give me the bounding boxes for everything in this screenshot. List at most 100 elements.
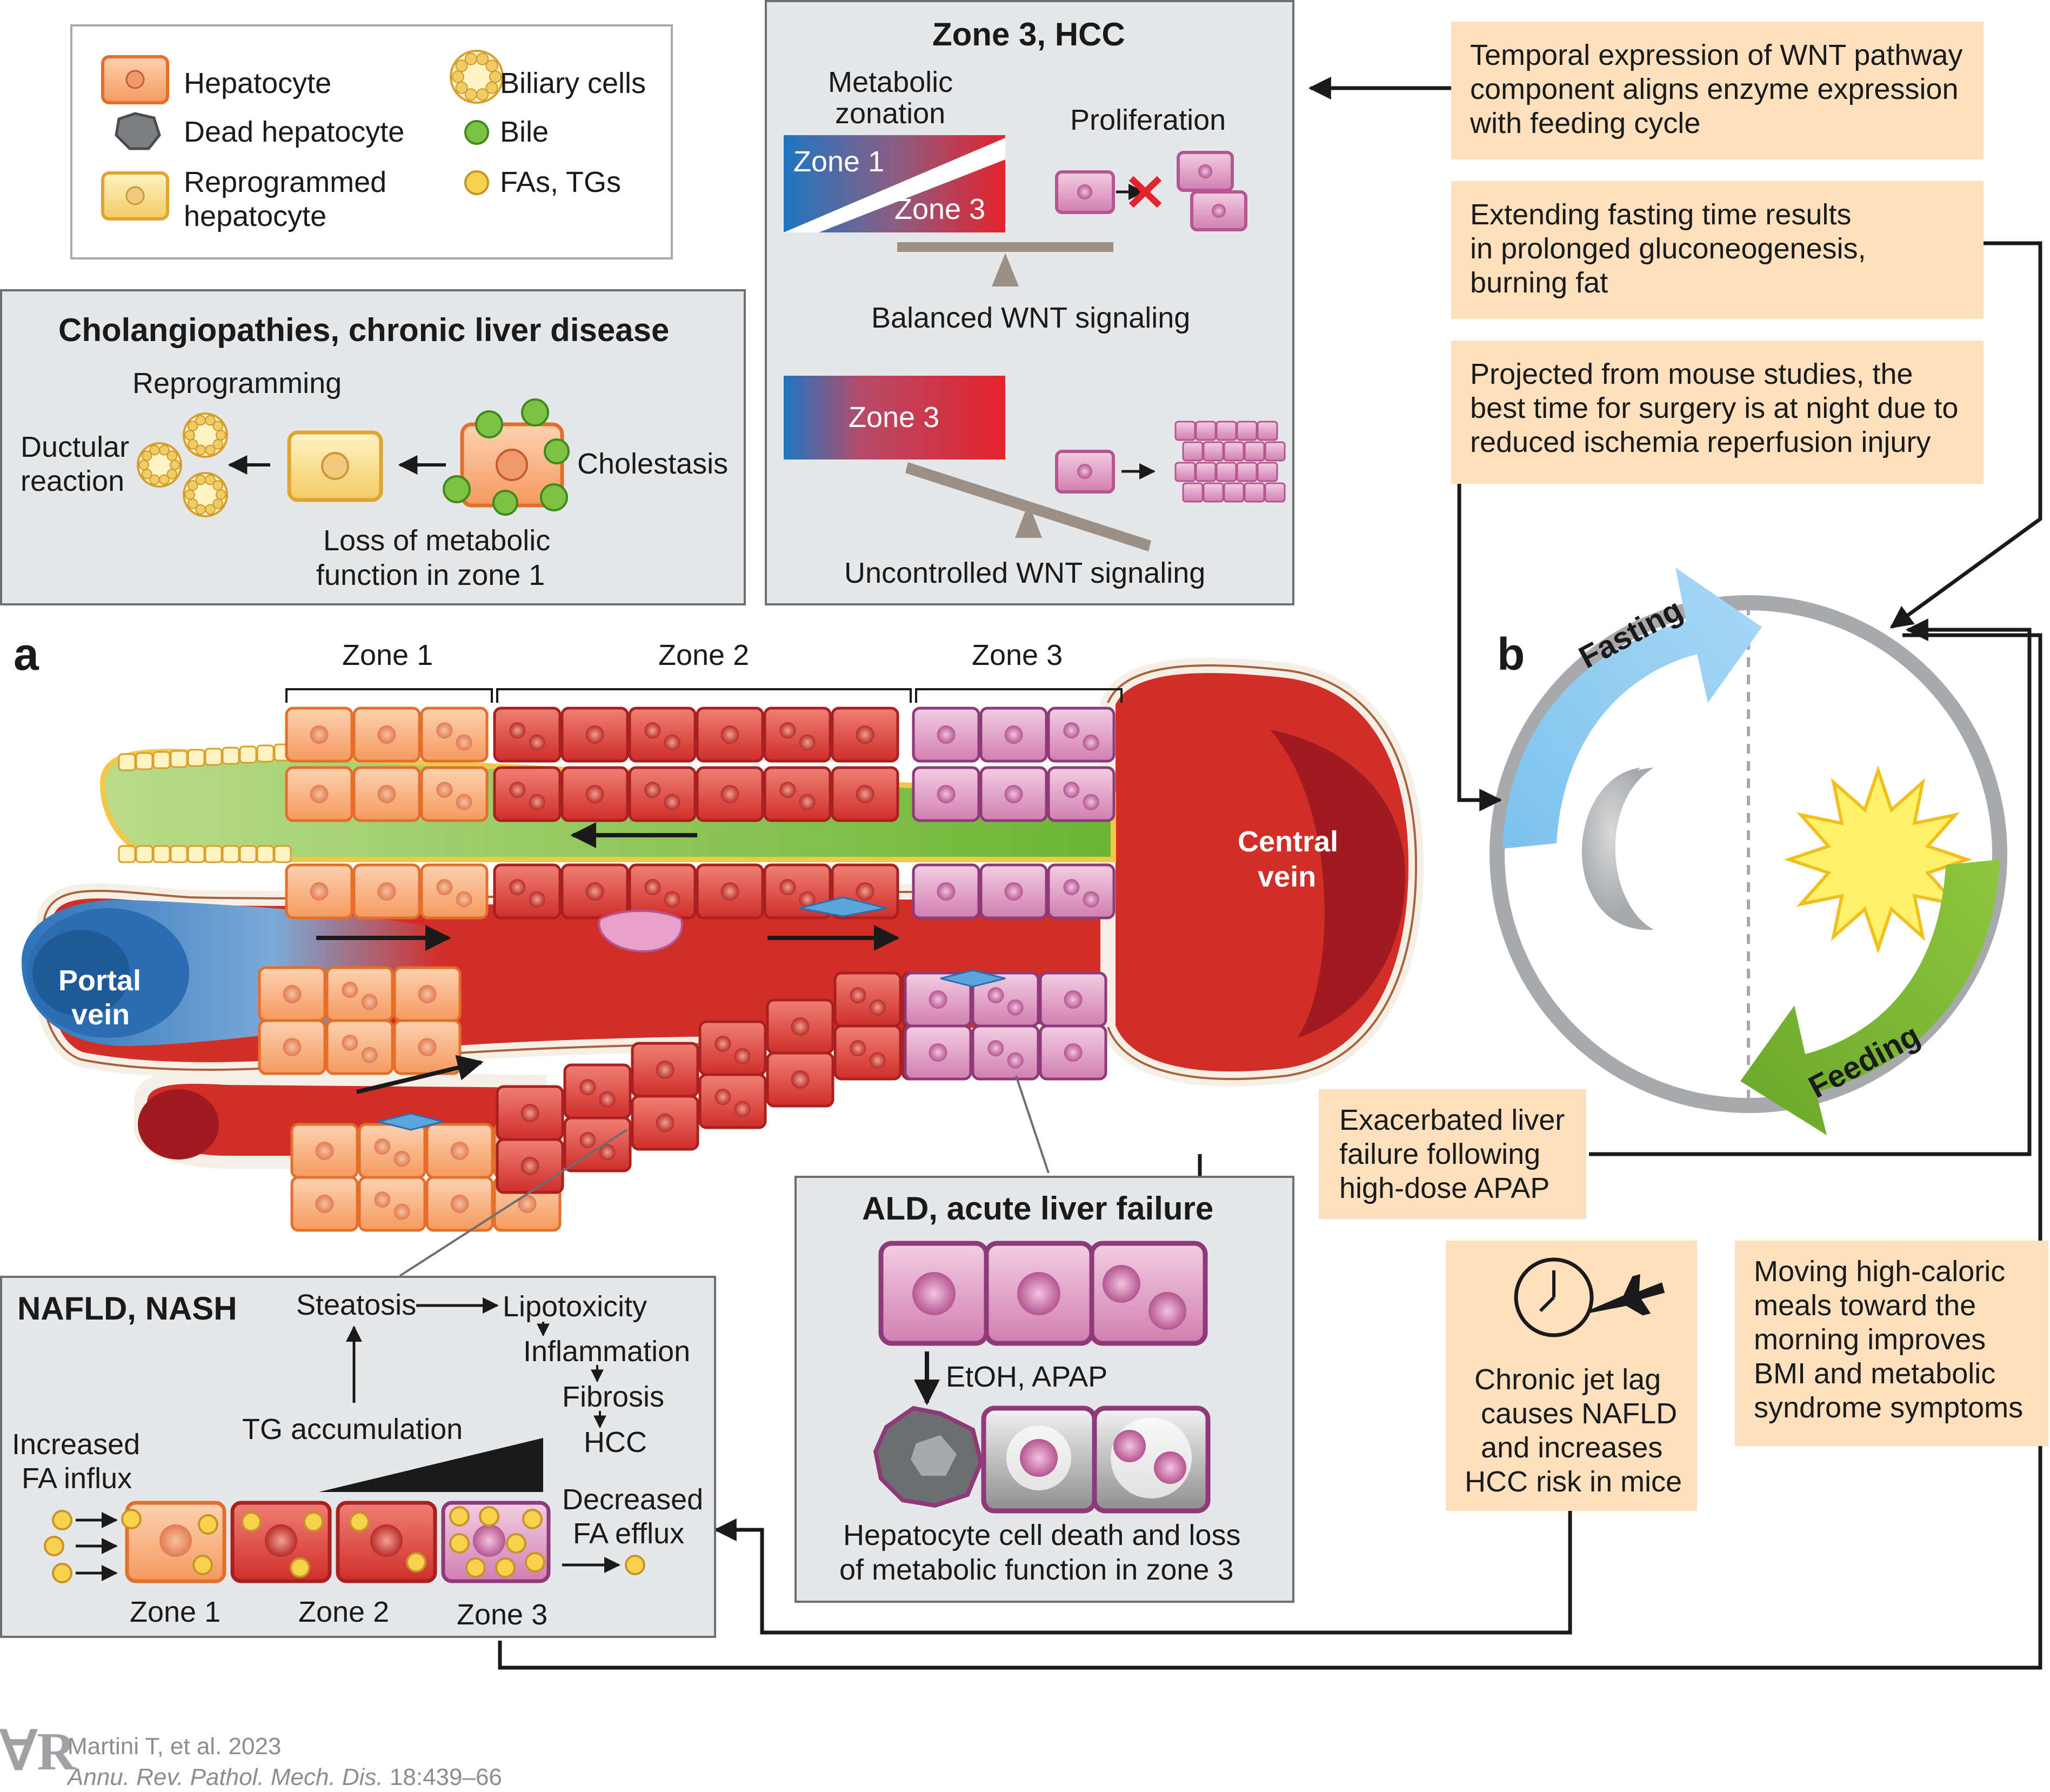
hcc-zone1-label: Zone 1 — [793, 145, 885, 178]
hcc-cluster-cell — [1203, 482, 1224, 503]
dead-hepatocyte-icon — [115, 112, 161, 150]
hepatocyte — [560, 707, 629, 763]
fas-tgs-icon — [464, 170, 489, 195]
hepatocyte — [358, 1123, 426, 1179]
biliary-cell — [137, 442, 182, 488]
hepatocyte — [425, 1176, 494, 1232]
hcc-proliferation: Proliferation — [1070, 104, 1226, 136]
balance-beam — [897, 242, 1113, 252]
hcc-cluster-cell — [1236, 462, 1258, 482]
hcc-cluster-cell — [1182, 441, 1204, 462]
hcc-cluster-cell — [1174, 462, 1196, 482]
nafld-title: NAFLD, NASH — [17, 1290, 237, 1327]
zone-brackets — [285, 688, 1123, 703]
hepatocyte — [560, 766, 629, 822]
note-fasting-1: Extending fasting time results — [1470, 198, 1852, 231]
note-wnt-1: Temporal expression of WNT pathway — [1470, 39, 1963, 71]
biliary-cell — [204, 845, 223, 863]
hepatocyte — [358, 1176, 426, 1232]
note-apap-1: Exacerbated liver — [1339, 1104, 1565, 1136]
hcc-cluster-cell — [1264, 482, 1286, 503]
hepatocyte — [1047, 707, 1116, 763]
hepatocyte — [1039, 1024, 1107, 1081]
hepatocyte — [833, 1024, 902, 1081]
hepatocyte — [628, 863, 697, 920]
cholangio-title: Cholangiopathies, chronic liver disease — [58, 312, 670, 348]
hepatocyte — [493, 766, 562, 822]
hcc-cluster-cell — [1236, 421, 1258, 441]
biliary-cell — [183, 412, 228, 458]
note-surgery — [1451, 341, 1984, 484]
legend-fas: FAs, TGs — [500, 166, 622, 198]
biliary-cells-row — [118, 743, 292, 863]
accumulation-wedge — [319, 1438, 543, 1492]
hepatocyte — [766, 1051, 834, 1108]
hepatocyte — [763, 707, 832, 763]
note-meals-5: syndrome symptoms — [1754, 1391, 2024, 1424]
hepatocyte — [285, 707, 353, 763]
connector-arrows — [498, 77, 2042, 1670]
stellate-cell — [940, 969, 1006, 988]
nafld-fibrosis: Fibrosis — [562, 1381, 665, 1413]
zone2-header: Zone 2 — [658, 639, 750, 671]
biliary-cell — [170, 750, 188, 768]
hepatocyte — [420, 707, 489, 763]
biliary-cell — [170, 845, 188, 863]
nafld-steatosis: Steatosis — [296, 1289, 417, 1321]
hepatocyte — [912, 863, 980, 920]
nafld-hcc: HCC — [584, 1426, 647, 1458]
hepatocyte — [696, 766, 764, 822]
hcc-cluster-cell — [1244, 482, 1265, 503]
cross-icon — [1128, 176, 1162, 208]
legend-reprogrammed-2: hepatocyte — [184, 200, 327, 232]
biliary-cell — [239, 745, 257, 764]
hcc-title: Zone 3, HCC — [932, 16, 1125, 52]
biliary-cell — [239, 845, 257, 863]
legend-dead-hepatocyte: Dead hepatocyte — [184, 116, 405, 148]
hepatocyte — [631, 1095, 699, 1151]
hepatocyte — [563, 1063, 632, 1120]
airplane-icon — [1588, 1274, 1665, 1316]
hepatocyte — [393, 1019, 462, 1075]
hepatocyte — [325, 1019, 394, 1075]
sun-icon — [1784, 765, 1973, 954]
hepatocyte — [493, 863, 562, 920]
ald-death-2: of metabolic function in zone 3 — [839, 1554, 1234, 1586]
biliary-cells-icon — [450, 50, 504, 104]
note-meals-4: BMI and metabolic — [1754, 1357, 1996, 1390]
kupffer-cell — [598, 910, 683, 953]
note-jetlag-3: and increases — [1481, 1431, 1663, 1464]
hepatocyte — [696, 707, 764, 763]
biliary-cell — [118, 845, 136, 863]
panel-a-label: a — [14, 629, 39, 680]
cholangio-ductular-1: Ductular — [21, 431, 130, 463]
legend-icons — [101, 50, 504, 221]
hepatocyte — [258, 1019, 326, 1075]
hcc-zone3b-label: Zone 3 — [849, 401, 940, 434]
hcc-uncontrolled: Uncontrolled WNT signaling — [844, 557, 1206, 589]
cholangio-cholestasis: Cholestasis — [577, 448, 729, 480]
hepatocyte — [290, 1123, 359, 1179]
portal-vein-2: vein — [71, 998, 130, 1031]
hcc-cluster-cell — [1257, 462, 1278, 482]
note-jetlag-1: Chronic jet lag — [1474, 1363, 1661, 1396]
bile-icon — [464, 120, 489, 145]
hcc-metabolic-1: Metabolic — [828, 66, 953, 98]
note-surgery-2: best time for surgery is at night due to — [1470, 392, 1959, 424]
hcc-zone3-label: Zone 3 — [894, 193, 986, 225]
central-vein-1: Central — [1238, 825, 1339, 858]
nafld-inflammation: Inflammation — [523, 1335, 691, 1368]
feeding-arrow — [1740, 860, 2000, 1135]
hcc-cluster-cell — [1223, 441, 1245, 462]
note-jetlag-4: HCC risk in mice — [1465, 1465, 1682, 1498]
biliary-cell — [204, 748, 223, 766]
note-apap-3: high-dose APAP — [1339, 1172, 1550, 1204]
hepatocyte — [258, 966, 326, 1022]
hepatocyte — [979, 707, 1048, 763]
hcc-cluster-cell — [1195, 421, 1217, 441]
nafld-increased-1: Increased — [12, 1428, 141, 1461]
citation-line2: Annu. Rev. Pathol. Mech. Dis. 18:439–66 — [68, 1763, 502, 1792]
note-meals-1: Moving high-caloric — [1754, 1255, 2006, 1288]
biliary-cell — [183, 472, 228, 517]
circadian-cycle — [1490, 568, 2007, 1135]
